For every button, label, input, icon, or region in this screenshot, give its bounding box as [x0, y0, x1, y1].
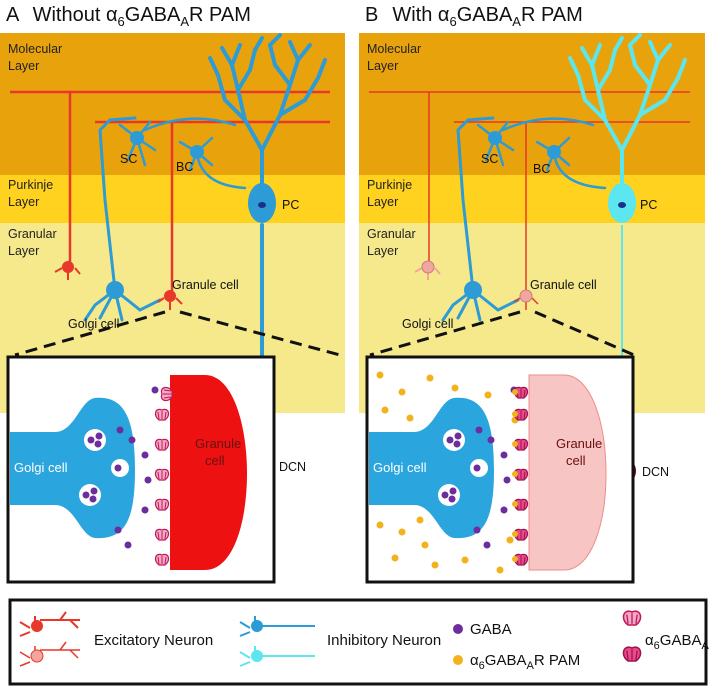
zoom-granule-label: Granule	[556, 436, 602, 451]
purkinje-label-2: Layer	[8, 195, 39, 209]
sc-label: SC	[481, 152, 498, 166]
pam-dots	[376, 371, 519, 574]
zoom-golgi-label: Golgi cell	[14, 460, 68, 475]
gaba-dots	[114, 386, 159, 549]
dcn-label: DCN	[642, 465, 669, 479]
granule-cell-label: Granule cell	[530, 278, 597, 292]
golgi-soma	[106, 281, 124, 299]
golgi-cell	[441, 116, 520, 322]
golgi-soma	[464, 281, 482, 299]
golgi-terminal	[369, 397, 494, 539]
sc-label: SC	[120, 152, 137, 166]
pam-bound	[512, 389, 518, 562]
granule-cell-body	[528, 374, 607, 571]
purkinje-cell	[208, 33, 327, 422]
molecular-label: Molecular	[367, 42, 421, 56]
pc-label: PC	[640, 198, 657, 212]
pam-dot-icon	[453, 655, 463, 665]
inhibitory-neuron-icon	[239, 616, 315, 667]
purkinje-nucleus	[618, 202, 626, 208]
granular-label: Granular	[367, 227, 416, 241]
sc-soma	[130, 131, 144, 145]
dcn-label: DCN	[279, 460, 306, 474]
granular-label-2: Layer	[8, 244, 39, 258]
legend-gaba: GABA	[470, 621, 512, 638]
bc-label: BC	[176, 160, 193, 174]
legend-inhibitory: Inhibitory Neuron	[327, 632, 441, 649]
granule-cell-body	[170, 375, 248, 570]
pc-label: PC	[282, 198, 299, 212]
granule-cell-small	[414, 260, 441, 280]
legend-excitatory: Excitatory Neuron	[94, 632, 213, 649]
zoom-granule-label: Granule	[195, 436, 241, 451]
gaba-dot-icon	[453, 624, 463, 634]
granule-cell	[157, 290, 183, 310]
purkinje-layer-band	[359, 175, 705, 223]
golgi-label: Golgi cell	[402, 317, 453, 331]
sc-soma	[488, 131, 502, 145]
purkinje-cell	[568, 33, 687, 197]
molecular-label-2: Layer	[8, 59, 39, 73]
molecular-layer-band	[359, 33, 705, 175]
stellate-cell	[476, 117, 595, 167]
molecular-label-2: Layer	[367, 59, 398, 73]
bc-soma	[190, 145, 204, 159]
granule-cell	[513, 289, 539, 310]
purkinje-nucleus	[258, 202, 266, 208]
zoom-golgi-label: Golgi cell	[373, 460, 427, 475]
legend: Excitatory Neuron Inhibitory Neuron GABA…	[8, 598, 709, 686]
molecular-label: Molecular	[8, 42, 62, 56]
purkinje-label: Purkinje	[367, 178, 412, 192]
vesicles	[438, 429, 488, 506]
zoom-line	[14, 310, 166, 357]
granule-cell-small	[54, 261, 81, 280]
vesicles	[79, 429, 129, 506]
granule-cell-label: Granule cell	[172, 278, 239, 292]
golgi-terminal	[10, 397, 135, 539]
stellate-cell	[118, 117, 237, 167]
bc-label: BC	[533, 162, 550, 176]
legend-box	[8, 598, 708, 686]
zoom-line	[369, 310, 521, 357]
purkinje-label: Purkinje	[8, 178, 53, 192]
excitatory-neuron-icon	[19, 611, 80, 667]
zoom-granule-label-2: cell	[205, 453, 225, 468]
granular-label-2: Layer	[367, 244, 398, 258]
zoom-granule-label-2: cell	[566, 453, 586, 468]
zoom-line	[179, 310, 341, 357]
purkinje-label-2: Layer	[367, 195, 398, 209]
golgi-label: Golgi cell	[68, 317, 119, 331]
golgi-cell	[83, 116, 162, 322]
bc-soma	[547, 145, 561, 159]
granular-label: Granular	[8, 227, 57, 241]
legend-pam: α6GABAAR PAM	[470, 652, 580, 672]
